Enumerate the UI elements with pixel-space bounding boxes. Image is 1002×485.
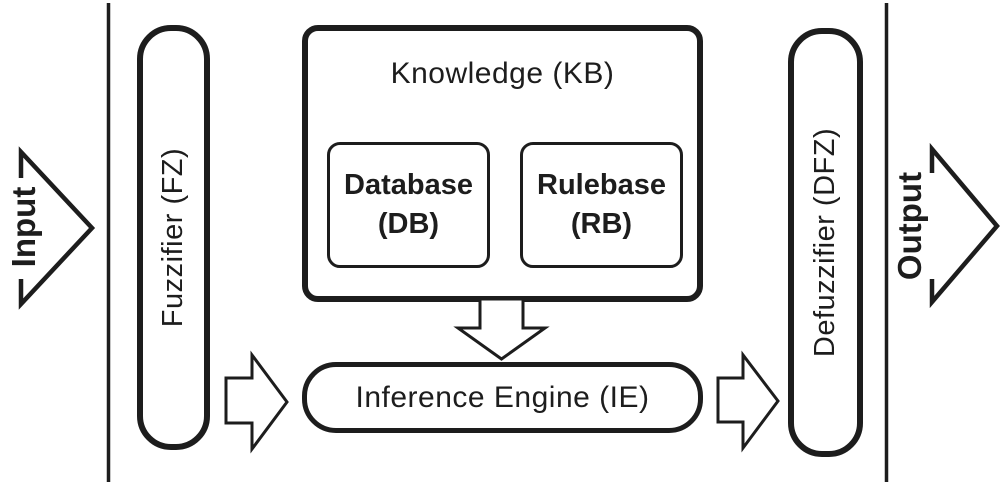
database-box: Database (DB) (327, 142, 490, 268)
input-arrow-icon (18, 146, 96, 310)
inference-engine-box: Inference Engine (IE) (302, 362, 703, 433)
knowledge-box: Knowledge (KB) Database (DB) Rulebase (R… (302, 25, 703, 302)
fuzzifier-box: Fuzzifier (FZ) (137, 25, 210, 450)
defuzzifier-box: Defuzzifier (DFZ) (788, 28, 863, 457)
rulebase-label-line2: (RB) (570, 208, 633, 240)
knowledge-to-inference-arrow-icon (453, 297, 550, 361)
fuzzifier-to-inference-arrow-icon (224, 350, 289, 454)
inference-to-defuzzifier-arrow-icon (716, 350, 780, 453)
database-label-line1: Database (344, 169, 473, 201)
inference-engine-label: Inference Engine (IE) (355, 380, 650, 414)
rulebase-box: Rulebase (RB) (520, 142, 683, 268)
output-arrow-icon (929, 142, 1000, 309)
rulebase-label-line1: Rulebase (537, 169, 666, 201)
knowledge-title: Knowledge (KB) (390, 57, 615, 90)
database-label-line2: (DB) (377, 208, 440, 240)
